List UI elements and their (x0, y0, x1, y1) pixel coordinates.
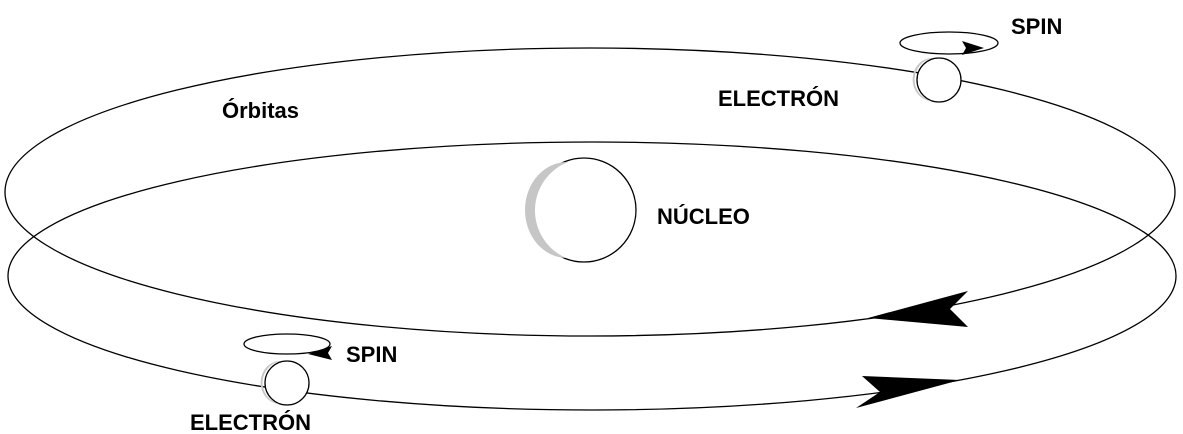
spin-bottom-label: SPIN (346, 342, 397, 367)
nucleus (525, 158, 636, 262)
nucleo-label: NÚCLEO (657, 204, 750, 229)
electron-bottom-label: ELECTRÓN (190, 410, 311, 434)
orbit-arrow-left (868, 291, 968, 327)
spin-loop-top (900, 32, 998, 55)
electron-top (913, 58, 961, 102)
spin-top-label: SPIN (1011, 14, 1062, 39)
orbitas-label: Órbitas (222, 98, 299, 123)
electron-bottom (261, 361, 309, 405)
electron-top-label: ELECTRÓN (718, 86, 839, 111)
orbit-arrow-right (856, 376, 960, 408)
spin-loop-bottom (244, 334, 332, 360)
